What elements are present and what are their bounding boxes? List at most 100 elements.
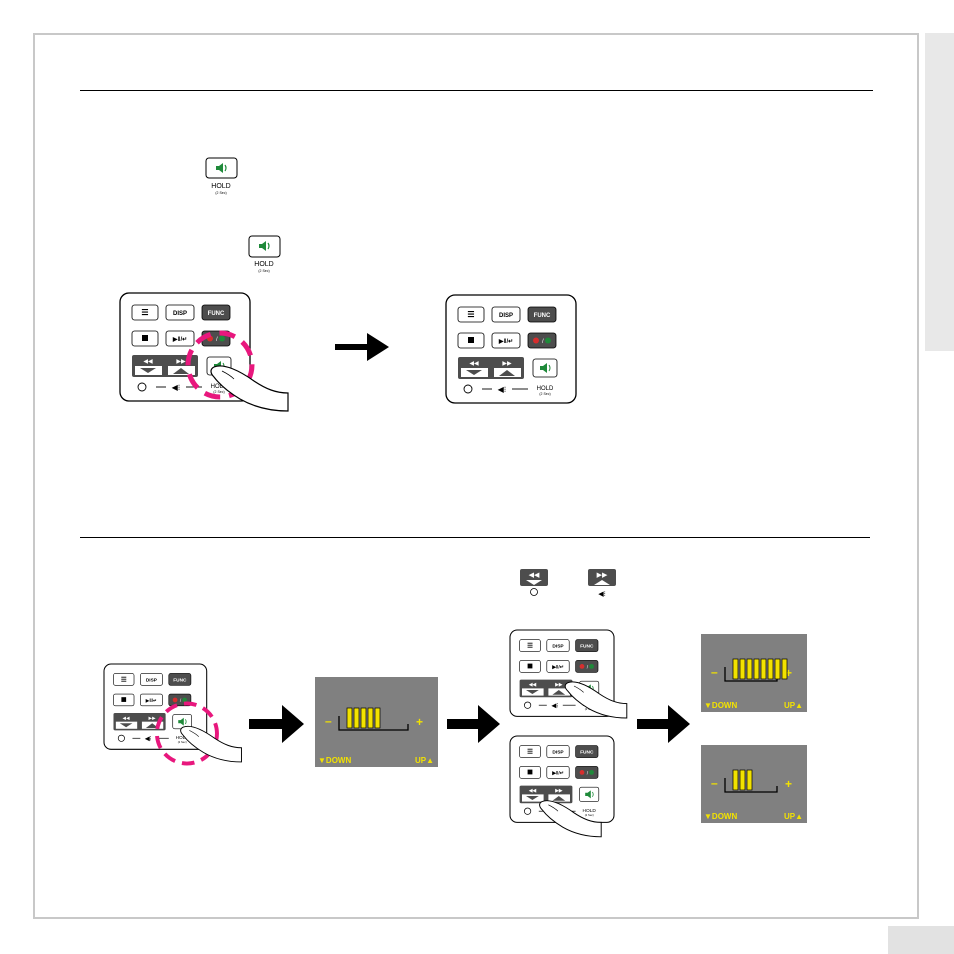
forward-button[interactable]: ▶▶ (548, 788, 570, 802)
record-button[interactable]: / (527, 332, 557, 349)
menu-button[interactable]: ☰ (519, 639, 541, 652)
inline-rewind-button: ◀◀ (520, 569, 548, 596)
disp-button[interactable]: DISP (546, 639, 570, 652)
volume-plus-label: + (785, 666, 792, 680)
volume-minus-label: – (711, 776, 718, 790)
finger-pressing (539, 800, 602, 838)
record-button[interactable]: / (575, 766, 599, 779)
volume-bar-segment (760, 658, 767, 680)
rewind-forward-panel: ◀◀ ▶▶ (132, 355, 198, 377)
speed-icon: ◀⁝ (145, 736, 152, 743)
svg-text:/: / (216, 337, 218, 343)
func-button[interactable]: FUNC (168, 673, 192, 686)
arrow-right-icon (335, 333, 389, 361)
play-enter-button[interactable]: ▶‖/↵ (546, 660, 570, 673)
volume-bar-segment (739, 769, 746, 791)
svg-text:☰: ☰ (141, 308, 148, 317)
svg-text:FUNC: FUNC (580, 644, 594, 650)
svg-text:DISP: DISP (173, 311, 187, 317)
forward-button[interactable]: ▶▶ (548, 682, 570, 696)
func-button[interactable]: FUNC (527, 306, 557, 323)
volume-bar-segment (353, 707, 360, 729)
volume-button[interactable] (532, 358, 558, 378)
timer-icon (463, 384, 473, 394)
svg-text:▶‖/↵: ▶‖/↵ (172, 336, 187, 343)
speed-icon: ◀⁝ (172, 383, 181, 392)
timer-icon (137, 382, 147, 392)
speed-icon: ◀⁝ (551, 703, 558, 710)
rewind-button[interactable]: ◀◀ (522, 788, 544, 802)
svg-text:FUNC: FUNC (534, 313, 551, 319)
forward-button[interactable]: ▶▶ (494, 361, 521, 377)
volume-bar-segment (732, 769, 739, 791)
volume-bar-segment (739, 658, 746, 680)
forward-button[interactable]: ▶▶ (168, 359, 195, 375)
volume-bar-segment (367, 707, 374, 729)
stop-icon (121, 697, 127, 702)
timer-icon (524, 701, 532, 709)
volume-button[interactable] (579, 786, 600, 802)
menu-button[interactable]: ☰ (457, 306, 485, 323)
disp-button[interactable]: DISP (491, 306, 521, 323)
record-icon (579, 770, 585, 775)
svg-text:FUNC: FUNC (208, 311, 225, 317)
svg-text:DISP: DISP (552, 750, 564, 756)
rewind-button[interactable]: ◀◀ (135, 359, 162, 375)
rewind-button[interactable]: ◀◀ (115, 715, 138, 729)
menu-button[interactable]: ☰ (113, 673, 135, 686)
rewind-forward-panel: ◀◀ ▶▶ (458, 357, 524, 379)
speed-icon: ◀⁝ (498, 385, 507, 394)
func-button[interactable]: FUNC (575, 639, 599, 652)
press-highlight-ring (185, 330, 255, 400)
volume-down-label: ▼DOWN (704, 812, 737, 821)
inline-hold-label: HOLD (211, 183, 230, 190)
volume-minus-label: – (711, 665, 718, 679)
play-enter-button[interactable]: ▶‖/↵ (140, 693, 163, 707)
disp-button[interactable]: DISP (165, 304, 195, 321)
arrow-right-icon (637, 705, 690, 743)
arrow-right-icon (447, 705, 500, 743)
volume-up-label: UP▲ (415, 756, 434, 765)
hold-sub-label: (2 Sec) (585, 813, 594, 817)
disp-button[interactable]: DISP (546, 745, 570, 758)
record-button[interactable]: / (575, 660, 599, 673)
rewind-icon: ◀◀ (529, 788, 537, 794)
record-icon (533, 337, 539, 344)
fast-forward-icon: ▶▶ (502, 361, 512, 367)
volume-bar-segment (767, 658, 774, 680)
menu-button[interactable]: ☰ (131, 304, 159, 321)
volume-bar-segment (374, 707, 381, 729)
func-button[interactable]: FUNC (201, 304, 231, 321)
menu-button[interactable]: ☰ (519, 745, 541, 758)
stop-button[interactable] (519, 660, 541, 673)
volume-bar-segment (346, 707, 353, 729)
fast-forward-icon: ▶▶ (149, 715, 157, 721)
inline-hold-sub: (2 Sec) (258, 269, 269, 273)
svg-text:/: / (542, 339, 544, 345)
rewind-button[interactable]: ◀◀ (522, 682, 544, 696)
func-button[interactable]: FUNC (575, 745, 599, 758)
arrow-right-icon (249, 705, 304, 743)
stop-icon (142, 335, 148, 341)
stop-button[interactable] (519, 766, 541, 779)
play-enter-button[interactable]: ▶‖/↵ (165, 330, 195, 347)
stop-button[interactable] (113, 693, 135, 707)
play-enter-button[interactable]: ▶‖/↵ (546, 766, 570, 779)
disp-button[interactable]: DISP (140, 673, 163, 686)
inline-forward-button: ▶▶ ◀⁝ (588, 569, 616, 598)
stop-button[interactable] (131, 330, 159, 347)
stop-button[interactable] (457, 332, 485, 349)
volume-up-label: UP▲ (784, 701, 803, 710)
hold-sub-label: (2 Sec) (539, 392, 550, 396)
hold-label: HOLD (211, 384, 228, 390)
side-tab (925, 33, 954, 351)
rewind-button[interactable]: ◀◀ (461, 361, 488, 377)
svg-text:/: / (587, 664, 589, 670)
play-enter-button[interactable]: ▶‖/↵ (491, 332, 521, 349)
inline-hold-label: HOLD (254, 261, 273, 268)
forward-button[interactable]: ▶▶ (141, 715, 164, 729)
